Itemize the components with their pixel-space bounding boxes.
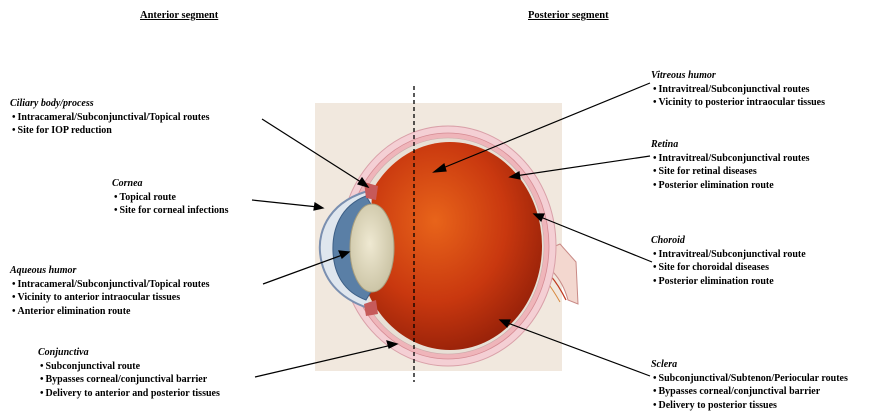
retina-items: Intravitreal/Subconjunctival routes Site… <box>651 152 810 193</box>
list-item: Site for corneal infections <box>112 204 228 218</box>
list-item: Bypasses corneal/conjunctival barrier <box>651 385 848 399</box>
vitreous-items: Intravitreal/Subconjunctival routes Vici… <box>651 83 825 110</box>
aqueous-items: Intracameral/Subconjunctival/Topical rou… <box>10 278 209 319</box>
ciliary-label: Ciliary body/process Intracameral/Subcon… <box>10 97 209 138</box>
cornea-items: Topical route Site for corneal infection… <box>112 191 228 218</box>
conjunctiva-label: Conjunctiva Subconjunctival route Bypass… <box>38 346 220 400</box>
list-item: Intracameral/Subconjunctival/Topical rou… <box>10 278 209 292</box>
sclera-items: Subconjunctival/Subtenon/Periocular rout… <box>651 372 848 413</box>
list-item: Bypasses corneal/conjunctival barrier <box>38 373 220 387</box>
list-item: Site for choroidal diseases <box>651 261 806 275</box>
sclera-heading: Sclera <box>651 358 848 372</box>
list-item: Intracameral/Subconjunctival/Topical rou… <box>10 111 209 125</box>
list-item: Site for retinal diseases <box>651 165 810 179</box>
list-item: Intravitreal/Subconjunctival routes <box>651 83 825 97</box>
anterior-segment-title: Anterior segment <box>140 10 218 21</box>
ciliary-items: Intracameral/Subconjunctival/Topical rou… <box>10 111 209 138</box>
ciliary-heading: Ciliary body/process <box>10 97 209 111</box>
conjunctiva-heading: Conjunctiva <box>38 346 220 360</box>
choroid-heading: Choroid <box>651 234 806 248</box>
list-item: Delivery to anterior and posterior tissu… <box>38 387 220 401</box>
lens-shape <box>350 204 394 292</box>
sclera-label: Sclera Subconjunctival/Subtenon/Periocul… <box>651 358 848 412</box>
list-item: Posterior elimination route <box>651 275 806 289</box>
aqueous-label: Aqueous humor Intracameral/Subconjunctiv… <box>10 264 209 318</box>
list-item: Intravitreal/Subconjunctival routes <box>651 152 810 166</box>
vitreous-label: Vitreous humor Intravitreal/Subconjuncti… <box>651 69 825 110</box>
choroid-label: Choroid Intravitreal/Subconjunctival rou… <box>651 234 806 288</box>
list-item: Topical route <box>112 191 228 205</box>
list-item: Anterior elimination route <box>10 305 209 319</box>
list-item: Delivery to posterior tissues <box>651 399 848 413</box>
list-item: Site for IOP reduction <box>10 124 209 138</box>
arrow-cornea <box>252 200 318 207</box>
aqueous-heading: Aqueous humor <box>10 264 209 278</box>
list-item: Subconjunctival route <box>38 360 220 374</box>
list-item: Posterior elimination route <box>651 179 810 193</box>
list-item: Subconjunctival/Subtenon/Periocular rout… <box>651 372 848 386</box>
vitreous-heading: Vitreous humor <box>651 69 825 83</box>
choroid-items: Intravitreal/Subconjunctival route Site … <box>651 248 806 289</box>
posterior-segment-title: Posterior segment <box>528 10 609 21</box>
list-item: Vicinity to anterior intraocular tissues <box>10 291 209 305</box>
list-item: Vicinity to posterior intraocular tissue… <box>651 96 825 110</box>
conjunctiva-items: Subconjunctival route Bypasses corneal/c… <box>38 360 220 401</box>
cornea-label: Cornea Topical route Site for corneal in… <box>112 177 228 218</box>
list-item: Intravitreal/Subconjunctival route <box>651 248 806 262</box>
retina-label: Retina Intravitreal/Subconjunctival rout… <box>651 138 810 192</box>
retina-heading: Retina <box>651 138 810 152</box>
cornea-heading: Cornea <box>112 177 228 191</box>
